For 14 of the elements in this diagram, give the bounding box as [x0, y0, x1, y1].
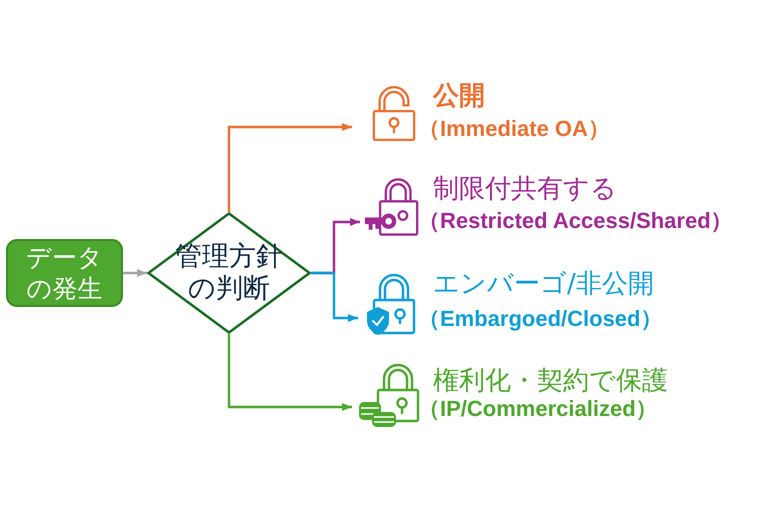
decision-diamond: 管理方針の判断 [147, 212, 311, 334]
arrow [123, 269, 147, 277]
option-subtitle: （Immediate OA） [418, 116, 610, 142]
option-subtitle: （Restricted Access/Shared） [418, 208, 733, 234]
option-title: エンバーゴ/非公開 [433, 269, 654, 299]
arrow [228, 334, 352, 411]
process-box: データの発生 [6, 239, 123, 307]
option-subtitle: （Embargoed/Closed） [418, 306, 662, 332]
option-title: 制限付共有する [433, 174, 617, 204]
option-title: 公開 [433, 81, 485, 111]
arrow [311, 272, 358, 322]
option-title: 権利化・契約で保護 [433, 366, 668, 396]
arrow [228, 123, 352, 212]
option-subtitle: （IP/Commercialized） [418, 396, 658, 422]
